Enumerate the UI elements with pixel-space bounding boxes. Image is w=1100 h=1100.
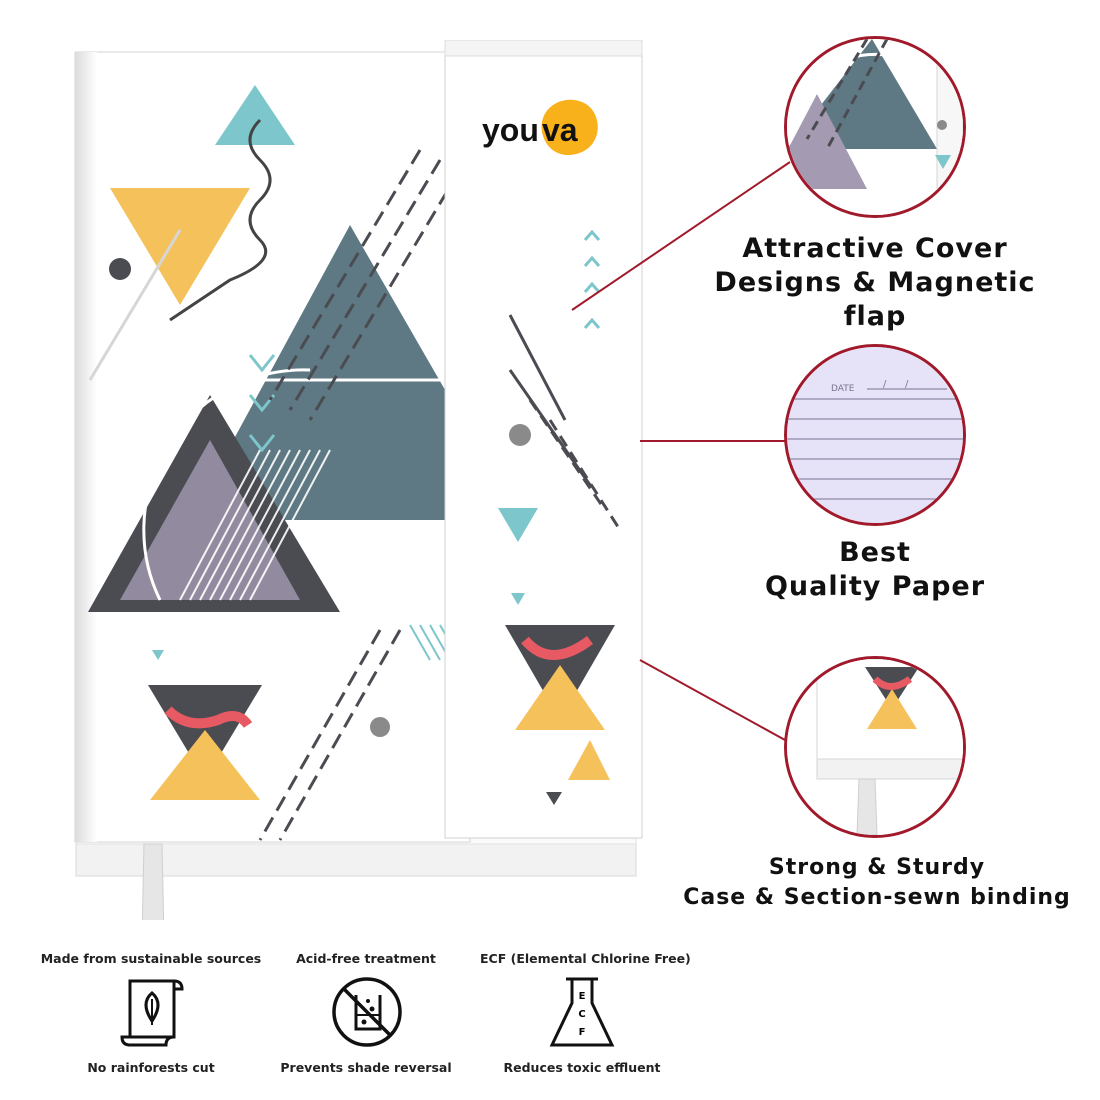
ecf-letter-f: F (579, 1027, 586, 1038)
cover-zoom-circle (784, 36, 966, 218)
feature-binding-line1: Strong & Sturdy (768, 855, 986, 880)
binding-zoom-circle (784, 656, 966, 838)
leaf-scroll-icon (116, 975, 188, 1053)
svg-text:/: / (883, 379, 887, 390)
badge-ecf-top: ECF (Elemental Chlorine Free) (480, 951, 691, 966)
brand-prefix: you (482, 112, 539, 148)
feature-paper-line2: Quality Paper (764, 571, 986, 602)
no-beaker-icon (330, 975, 404, 1053)
badge-sustainable-top: Made from sustainable sources (40, 951, 262, 966)
feature-paper: Best Quality Paper (680, 536, 1070, 604)
callout-line-binding (639, 659, 786, 741)
feature-paper-line1: Best (839, 537, 911, 568)
svg-text:/: / (905, 379, 909, 390)
brand-suffix: va (542, 112, 578, 148)
badge-acidfree-top: Acid-free treatment (296, 951, 436, 966)
brand-logo: you va (482, 99, 602, 164)
paper-date-label: DATE (831, 384, 855, 394)
feature-binding: Strong & Sturdy Case & Section-sewn bind… (672, 853, 1082, 913)
feature-cover-line1: Attractive Cover (742, 233, 1008, 264)
ecf-flask-icon: E C F (546, 975, 618, 1053)
feature-cover-line2: Designs & Magnetic flap (714, 267, 1036, 332)
notebook-image (60, 40, 660, 920)
callout-line-cover (571, 161, 791, 311)
badge-acidfree-bottom: Prevents shade reversal (280, 1060, 452, 1075)
feature-cover: Attractive Cover Designs & Magnetic flap (680, 232, 1070, 334)
ecf-letter-e: E (579, 991, 586, 1002)
badge-sustainable-bottom: No rainforests cut (87, 1060, 215, 1075)
paper-zoom-circle: DATE / / (784, 344, 966, 526)
feature-binding-line2: Case & Section-sewn binding (683, 885, 1071, 910)
ecf-letter-c: C (578, 1009, 585, 1020)
badge-ecf-bottom: Reduces toxic effluent (503, 1060, 661, 1075)
